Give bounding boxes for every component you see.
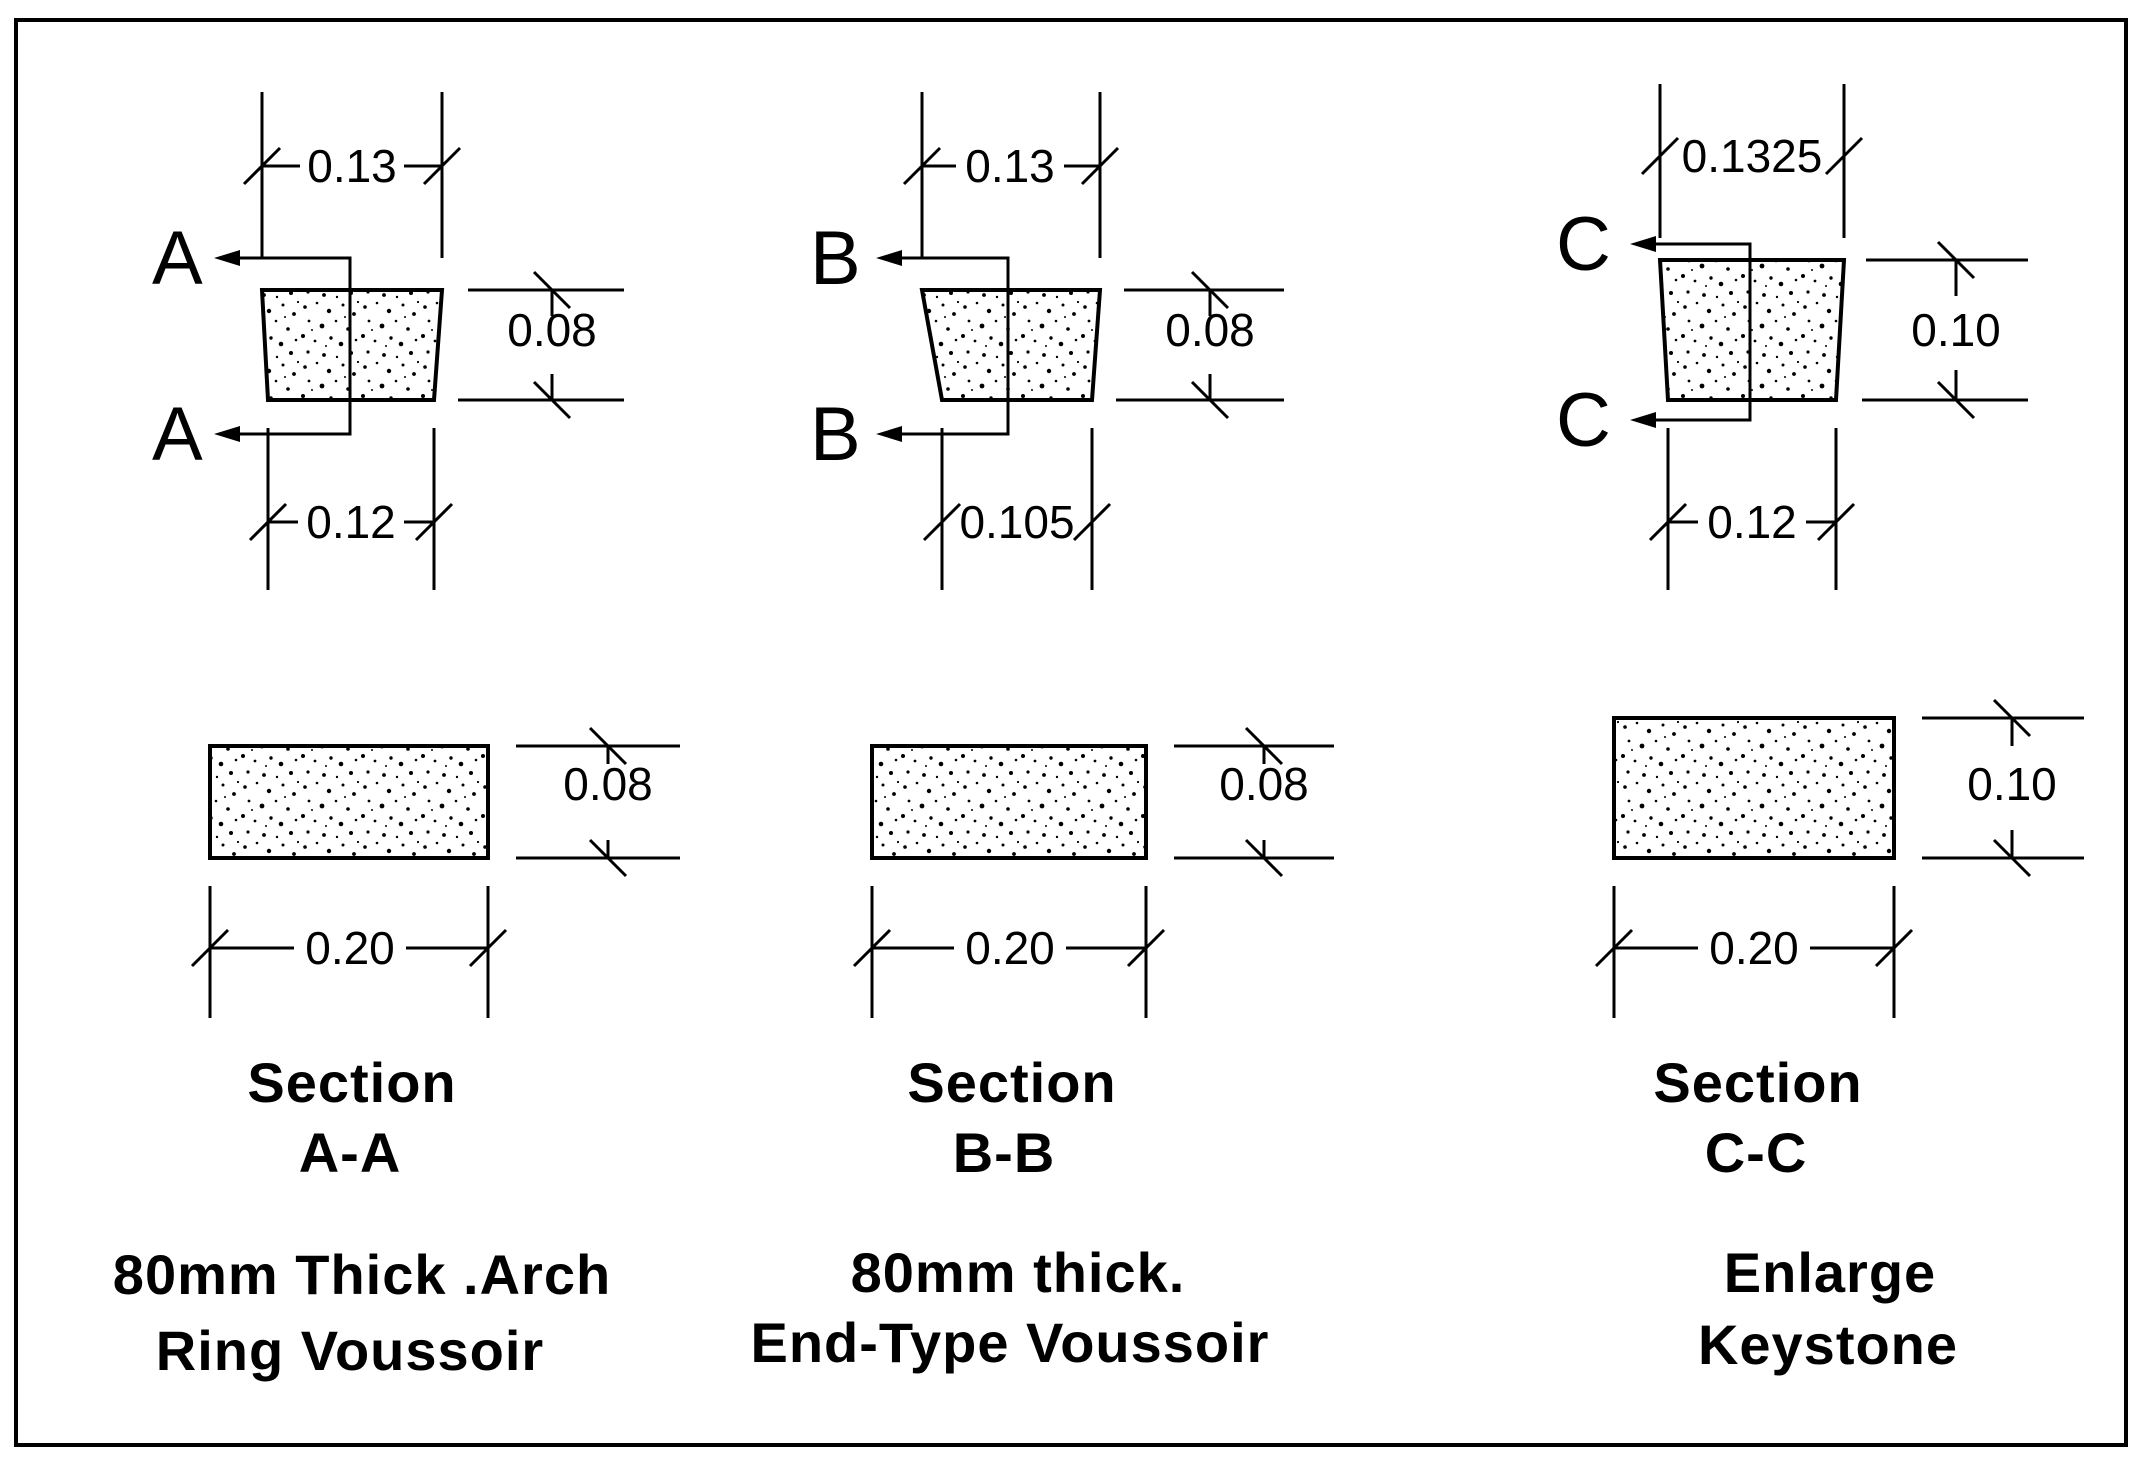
cut-plane-a: A A xyxy=(152,216,352,477)
view-a-name-line2: Ring Voussoir xyxy=(156,1319,544,1382)
dim-c-sec-height-text: 0.10 xyxy=(1967,758,2057,810)
dim-a-top: 0.13 xyxy=(242,92,462,258)
cut-c-label-top: C xyxy=(1556,202,1611,287)
section-c-id: C-C xyxy=(1705,1121,1808,1184)
section-b-id: B-B xyxy=(953,1121,1056,1184)
voussoir-a-elevation xyxy=(259,288,445,402)
view-b-name-line1: 80mm thick. xyxy=(851,1241,1186,1304)
dim-c-top: 0.1325 xyxy=(1640,84,1864,238)
dim-a-bottom-text: 0.12 xyxy=(306,496,396,548)
section-c-title: Section xyxy=(1653,1051,1862,1114)
cut-a-label-top: A xyxy=(152,216,203,301)
cut-c-label-bottom: C xyxy=(1556,378,1611,463)
section-b-title: Section xyxy=(907,1051,1116,1114)
view-b-name-line2: End-Type Voussoir xyxy=(751,1311,1270,1374)
dim-a-top-text: 0.13 xyxy=(307,140,397,192)
voussoir-b-elevation xyxy=(919,288,1103,402)
dim-b-bottom-text: 0.105 xyxy=(959,496,1074,548)
dim-b-sec-height: 0.08 xyxy=(1174,726,1334,878)
view-c-name-line2: Keystone xyxy=(1698,1313,1958,1376)
dim-c-right: 0.10 xyxy=(1862,240,2028,420)
keystone-elevation xyxy=(1657,258,1847,402)
section-b-b xyxy=(870,744,1148,860)
dim-b-top: 0.13 xyxy=(902,92,1120,258)
view-a-name-line1: 80mm Thick .Arch xyxy=(113,1243,611,1306)
dim-a-right-text: 0.08 xyxy=(507,304,597,356)
view-a: 0.13 A A 0.08 0.12 xyxy=(113,92,680,1382)
dim-a-right: 0.08 xyxy=(458,270,624,420)
dim-a-sec-height-text: 0.08 xyxy=(563,758,653,810)
dim-a-sec-width-text: 0.20 xyxy=(305,922,395,974)
dim-c-sec-width: 0.20 xyxy=(1594,886,1914,1018)
dim-b-top-text: 0.13 xyxy=(965,140,1055,192)
dim-a-bottom: 0.12 xyxy=(248,428,454,590)
drawing-border xyxy=(14,18,2128,1447)
cut-b-label-bottom: B xyxy=(810,392,861,477)
dim-b-sec-width-text: 0.20 xyxy=(965,922,1055,974)
dim-b-sec-height-text: 0.08 xyxy=(1219,758,1309,810)
cut-plane-c: C C xyxy=(1556,202,1752,463)
section-a-title: Section xyxy=(247,1051,456,1114)
view-c-name-line1: Enlarge xyxy=(1724,1241,1936,1304)
dim-c-bottom-text: 0.12 xyxy=(1707,496,1797,548)
dim-b-sec-width: 0.20 xyxy=(852,886,1166,1018)
dim-c-sec-height: 0.10 xyxy=(1922,698,2084,878)
cut-a-label-bottom: A xyxy=(152,392,203,477)
dim-c-top-text: 0.1325 xyxy=(1682,130,1823,182)
dim-a-sec-height: 0.08 xyxy=(516,726,680,878)
cut-plane-b: B B xyxy=(810,216,1010,477)
cut-b-label-top: B xyxy=(810,216,861,301)
section-a-a xyxy=(208,744,490,860)
dim-b-right: 0.08 xyxy=(1116,270,1284,420)
dim-c-sec-width-text: 0.20 xyxy=(1709,922,1799,974)
dim-b-bottom: 0.105 xyxy=(922,428,1112,590)
dim-c-right-text: 0.10 xyxy=(1911,304,2001,356)
dim-b-right-text: 0.08 xyxy=(1165,304,1255,356)
view-b: 0.13 B B 0.08 0.105 xyxy=(751,92,1334,1374)
dim-c-bottom: 0.12 xyxy=(1648,428,1856,590)
dim-a-sec-width: 0.20 xyxy=(190,886,508,1018)
view-c: 0.1325 C C 0.10 0.12 xyxy=(1556,84,2084,1376)
section-c-c xyxy=(1612,716,1896,860)
section-a-id: A-A xyxy=(299,1121,402,1184)
